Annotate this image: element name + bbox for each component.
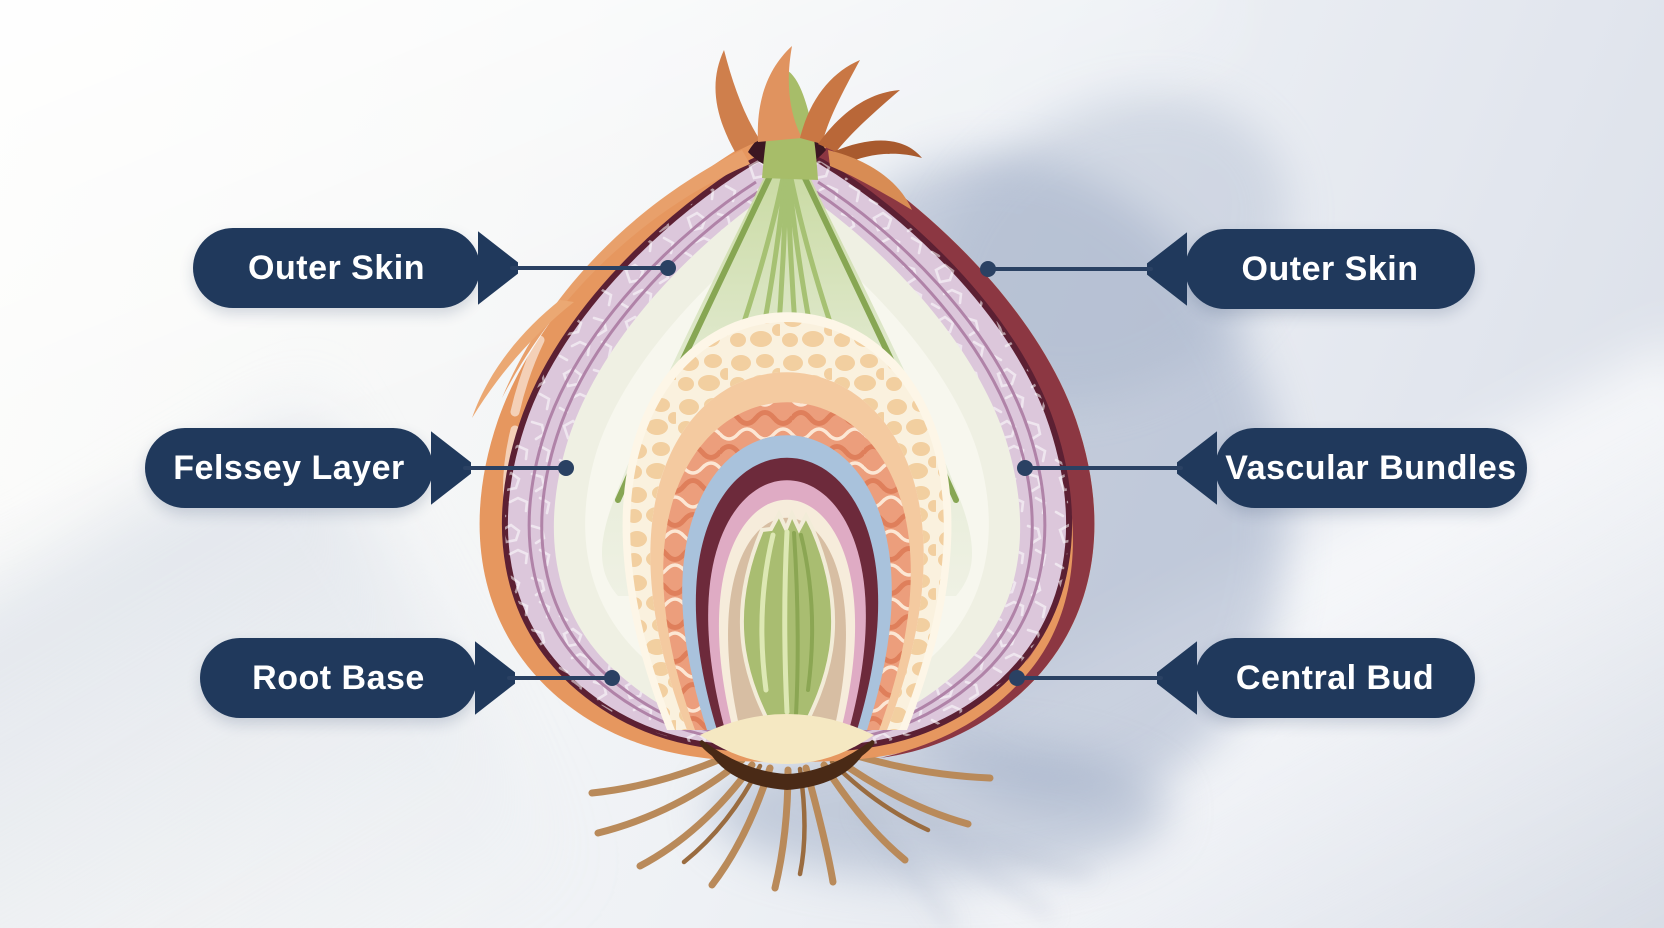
leader-line (990, 267, 1153, 271)
callout-label: Vascular Bundles (1225, 448, 1517, 487)
leader-dot (1009, 670, 1025, 686)
callout-label: Outer Skin (1241, 249, 1419, 288)
basal-plate (700, 714, 874, 764)
callout-outer-skin-right: Outer Skin (1185, 229, 1475, 309)
leader-dot (604, 670, 620, 686)
callout-label: Central Bud (1235, 658, 1435, 697)
leader-dot (660, 260, 676, 276)
callout-central-bud: Central Bud (1195, 638, 1475, 718)
leader-dot (1017, 460, 1033, 476)
leader-line (510, 266, 668, 270)
leader-dot (980, 261, 996, 277)
papery-top-leaves (472, 46, 922, 418)
leader-line (1027, 466, 1183, 470)
leader-line (507, 676, 612, 680)
root-crown (699, 740, 875, 790)
leader-line (1019, 676, 1163, 680)
leader-line (463, 466, 566, 470)
callout-outer-skin-left: Outer Skin (193, 228, 480, 308)
callout-label: Outer Skin (248, 248, 425, 287)
leader-dot (558, 460, 574, 476)
callout-label: Felssey Layer (173, 448, 405, 487)
callout-vascular-bundles: Vascular Bundles (1215, 428, 1527, 508)
callout-label: Root Base (252, 658, 425, 697)
callout-root-base: Root Base (200, 638, 477, 718)
callout-felssey-layer: Felssey Layer (145, 428, 433, 508)
